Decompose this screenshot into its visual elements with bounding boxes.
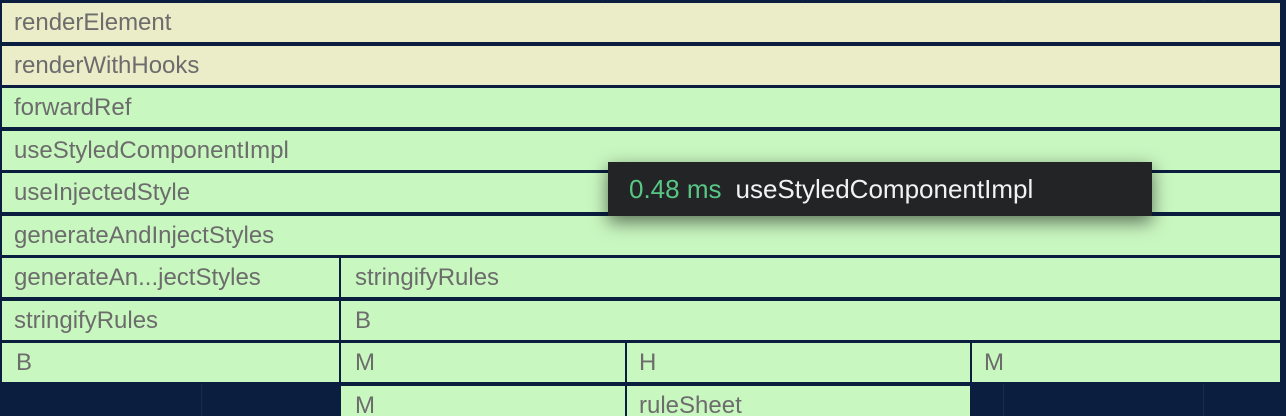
flame-frame-generateAndInjectStyles-truncated[interactable]: generateAn...jectStyles bbox=[0, 256, 341, 299]
flame-frame-B[interactable]: B bbox=[339, 299, 1282, 342]
flame-frame-ruleSheet[interactable]: ruleSheet bbox=[625, 384, 972, 416]
tooltip-duration: 0.48 ms bbox=[629, 173, 722, 204]
flame-frame-stringifyRules[interactable]: stringifyRules bbox=[0, 299, 341, 342]
flame-frame-renderWithHooks[interactable]: renderWithHooks bbox=[0, 44, 1282, 87]
flame-frame-B[interactable]: B bbox=[0, 341, 341, 384]
flame-frame-renderElement[interactable]: renderElement bbox=[0, 1, 1282, 44]
flame-frame-generateAndInjectStyles[interactable]: generateAndInjectStyles bbox=[0, 214, 1282, 257]
flame-frame-forwardRef[interactable]: forwardRef bbox=[0, 86, 1282, 129]
flame-frame-M[interactable]: M bbox=[970, 341, 1282, 384]
tooltip-function-name: useStyledComponentImpl bbox=[735, 173, 1034, 204]
flame-frame-stringifyRules[interactable]: stringifyRules bbox=[339, 256, 1282, 299]
flame-frame-M[interactable]: M bbox=[339, 384, 627, 416]
flame-frame-M[interactable]: M bbox=[339, 341, 627, 384]
frame-tooltip: 0.48 ms useStyledComponentImpl bbox=[608, 162, 1152, 216]
flame-frame-H[interactable]: H bbox=[625, 341, 972, 384]
